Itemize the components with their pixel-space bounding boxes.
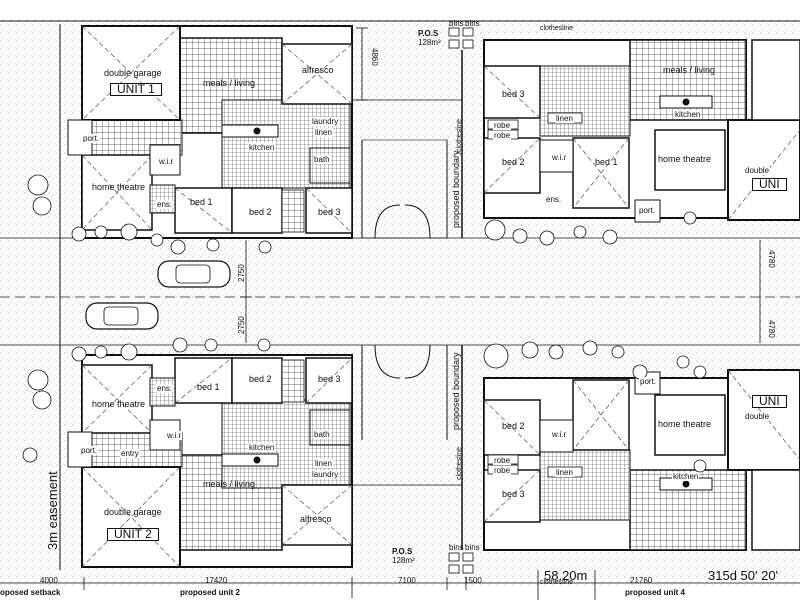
dim-21760: 21760 (630, 576, 653, 585)
unit3-robe-label-b: robe (493, 131, 512, 140)
unit4-theatre-label: home theatre (658, 419, 712, 429)
unit2-port-label: port. (80, 446, 99, 455)
unit2-bath-label: bath (313, 430, 331, 439)
unit-4-plan (483, 369, 800, 551)
unit2-entry-label: entry (120, 449, 140, 458)
unit1-kitchen-label: kitchen (248, 143, 276, 152)
dim-1500: 1500 (464, 576, 482, 585)
unit2-bed3-label: bed 3 (318, 374, 341, 384)
unit3-double-partial-label: double (744, 166, 771, 175)
unit1-ens-label: ens. (156, 200, 174, 209)
dim-4780-top: 4780 (767, 250, 776, 268)
bins-label-top-2: bins (465, 19, 480, 28)
frontage-label: 58.20m (544, 568, 588, 583)
unit4-port-label: port. (639, 377, 658, 386)
unit2-meals-label: meals / living (203, 479, 256, 489)
car-bottom (85, 302, 159, 330)
bins-label-top: bins (449, 19, 464, 28)
unit1-port-label: port. (82, 134, 101, 143)
dim-2750-top: 2750 (237, 264, 246, 282)
unit3-robe-label-a: robe (493, 121, 512, 130)
clothesline-label-bottom: clothesline (540, 579, 574, 586)
unit4-robe-label-a: robe (493, 456, 512, 465)
unit4-wir-label: w.i.r (551, 430, 568, 439)
clothesline-label-left-top: clothesline (456, 118, 463, 152)
landscaping-trees (22, 174, 707, 473)
unit2-ens-label: ens. (156, 384, 174, 393)
unit3-bed1-label: bed 1 (595, 157, 618, 167)
unit2-bed2-label: bed 2 (249, 374, 272, 384)
unit4-kitchen-label: kitchen (672, 472, 700, 481)
unit3-theatre-label: home theatre (658, 154, 712, 164)
dim-4860: 4860 (370, 48, 379, 66)
proposed-setback-label: oposed setback (0, 588, 61, 597)
unit2-bed1-label: bed 1 (197, 382, 220, 392)
pos-label-top: P.O.S (418, 29, 439, 38)
unit2-linen-label: linen (314, 459, 333, 468)
central-walkway (361, 139, 448, 440)
boundary-lines (59, 24, 463, 570)
bins-label-bottom: bins (449, 543, 464, 552)
unit4-double-partial-label: double (744, 412, 771, 421)
unit1-bed2-label: bed 2 (249, 207, 272, 217)
proposed-boundary-label-top: proposed boundary (451, 150, 461, 228)
unit4-bed2-label: bed 2 (502, 421, 525, 431)
unit3-bed2-label: bed 2 (502, 157, 525, 167)
unit-3-plan (483, 39, 800, 223)
unit4-bed3-label: bed 3 (502, 489, 525, 499)
clothesline-label-top: clothesline (540, 25, 574, 32)
easement-label: 3m easement (45, 471, 60, 550)
bins-boxes (448, 27, 474, 574)
pos-label-bottom: P.O.S (392, 547, 413, 556)
unit-1-plan (67, 25, 353, 239)
unit2-garage-label: double garage (104, 507, 162, 517)
bearing-label: 315d 50' 20' (708, 568, 779, 583)
unit1-linen-label: linen (314, 128, 333, 137)
unit2-name-label: UNIT 2 (107, 528, 159, 541)
unit3-meals-label: meals / living (663, 65, 716, 75)
dim-17420: 17420 (205, 576, 228, 585)
unit3-bed3-label: bed 3 (502, 89, 525, 99)
pos-area-top: 128m² (418, 38, 441, 47)
dim-7100: 7100 (398, 576, 416, 585)
unit1-name-label: UNIT 1 (110, 83, 162, 96)
proposed-boundary-label-bottom: proposed boundary (451, 352, 461, 430)
unit1-bed3-label: bed 3 (318, 207, 341, 217)
unit1-theatre-label: home theatre (92, 182, 146, 192)
unit4-linen-label: linen (555, 468, 574, 477)
unit1-meals-label: meals / living (203, 78, 256, 88)
unit3-wir-label: w.i.r (551, 153, 568, 162)
unit3-linen-label: linen (555, 114, 574, 123)
unit4-partial-name-label: UNI (752, 395, 787, 408)
unit3-ens-label: ens. (545, 195, 563, 204)
unit3-partial-name-label: UNI (752, 178, 787, 191)
unit4-robe-label-b: robe (493, 466, 512, 475)
proposed-unit-2-label: proposed unit 2 (180, 588, 240, 597)
unit1-wir-label: w.i.r (158, 157, 175, 166)
unit1-garage-label: double garage (104, 68, 162, 78)
unit2-kitchen-label: kitchen (248, 443, 276, 452)
dim-4000: 4000 (40, 576, 58, 585)
bins-label-bottom-2: bins (465, 543, 480, 552)
unit2-wir-label: w.i.r (166, 431, 183, 440)
unit1-bed1-label: bed 1 (190, 197, 213, 207)
proposed-unit-4-label: proposed unit 4 (625, 588, 685, 597)
dimension-lines (0, 27, 800, 600)
unit2-theatre-label: home theatre (92, 399, 146, 409)
unit3-kitchen-label: kitchen (674, 110, 702, 119)
unit2-alfresco-label: alfresco (300, 514, 332, 524)
clothesline-label-left-bottom: clothesline (456, 446, 463, 480)
unit1-alfresco-label: alfresco (302, 65, 334, 75)
dim-2750-bottom: 2750 (237, 316, 246, 334)
unit1-bath-label: bath (313, 155, 331, 164)
pos-area-bottom: 128m² (392, 556, 415, 565)
dim-4780-bottom: 4780 (767, 320, 776, 338)
car-top (157, 260, 231, 288)
unit1-laundry-label: laundry (311, 117, 340, 126)
unit3-port-label: port. (638, 206, 657, 215)
unit2-laundry-label: laundry (311, 470, 340, 479)
